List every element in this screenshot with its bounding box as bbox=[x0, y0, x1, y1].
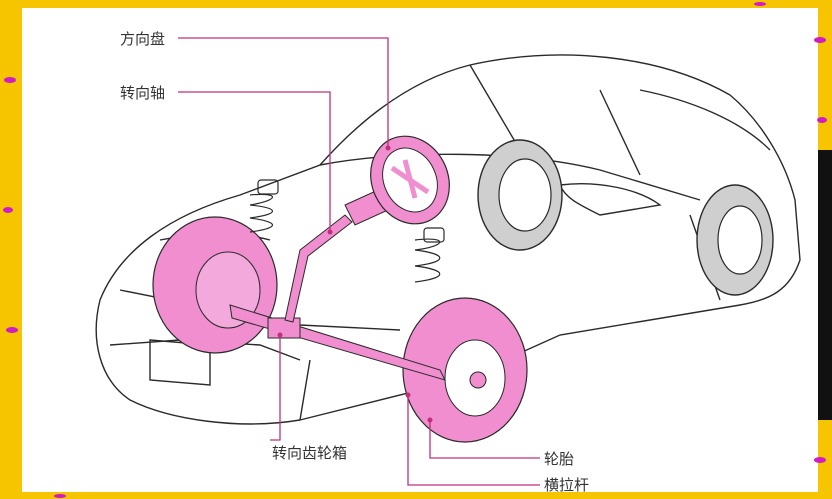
label-steering-gearbox: 转向齿轮箱 bbox=[272, 444, 348, 462]
rear-wheels bbox=[477, 139, 774, 296]
label-steering-shaft: 转向轴 bbox=[120, 84, 166, 102]
label-wheel-hub: 轮胎 bbox=[544, 450, 575, 468]
frame-decorations bbox=[3, 2, 827, 498]
label-steering-wheel: 方向盘 bbox=[120, 30, 166, 48]
steering-system bbox=[152, 135, 528, 443]
dark-edge-strip bbox=[818, 150, 832, 420]
steering-shaft bbox=[284, 214, 353, 323]
leader-lines bbox=[178, 37, 540, 486]
label-tie-rod: 横拉杆 bbox=[544, 476, 590, 494]
suspension-springs bbox=[249, 179, 445, 283]
steering-gearbox bbox=[267, 317, 301, 339]
